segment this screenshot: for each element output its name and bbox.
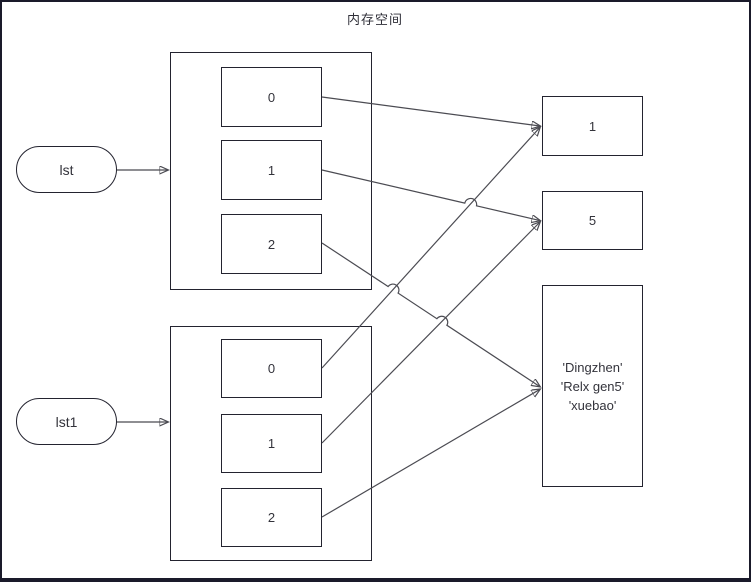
string-line-3: 'xuebao' (568, 397, 617, 413)
value-node-1: 1 (542, 96, 643, 156)
lst1-index-cell-0: 0 (221, 339, 322, 398)
diagram-title: 内存空间 (346, 12, 403, 27)
pointer-node-lst1: lst1 (16, 398, 117, 445)
lst-index-cell-1: 1 (221, 140, 322, 200)
string-line-1: 'Dingzhen' (562, 359, 623, 375)
lst1-index-cell-1: 1 (221, 414, 322, 473)
value-node-5: 5 (542, 191, 643, 250)
lst1-index-cell-2: 2 (221, 488, 322, 547)
value-node-strings: 'Dingzhen' 'Relx gen5' 'xuebao' (542, 285, 643, 487)
pointer-node-lst: lst (16, 146, 117, 193)
lst-index-cell-0: 0 (221, 67, 322, 127)
string-line-2: 'Relx gen5' (560, 378, 625, 394)
lst-index-cell-2: 2 (221, 214, 322, 274)
